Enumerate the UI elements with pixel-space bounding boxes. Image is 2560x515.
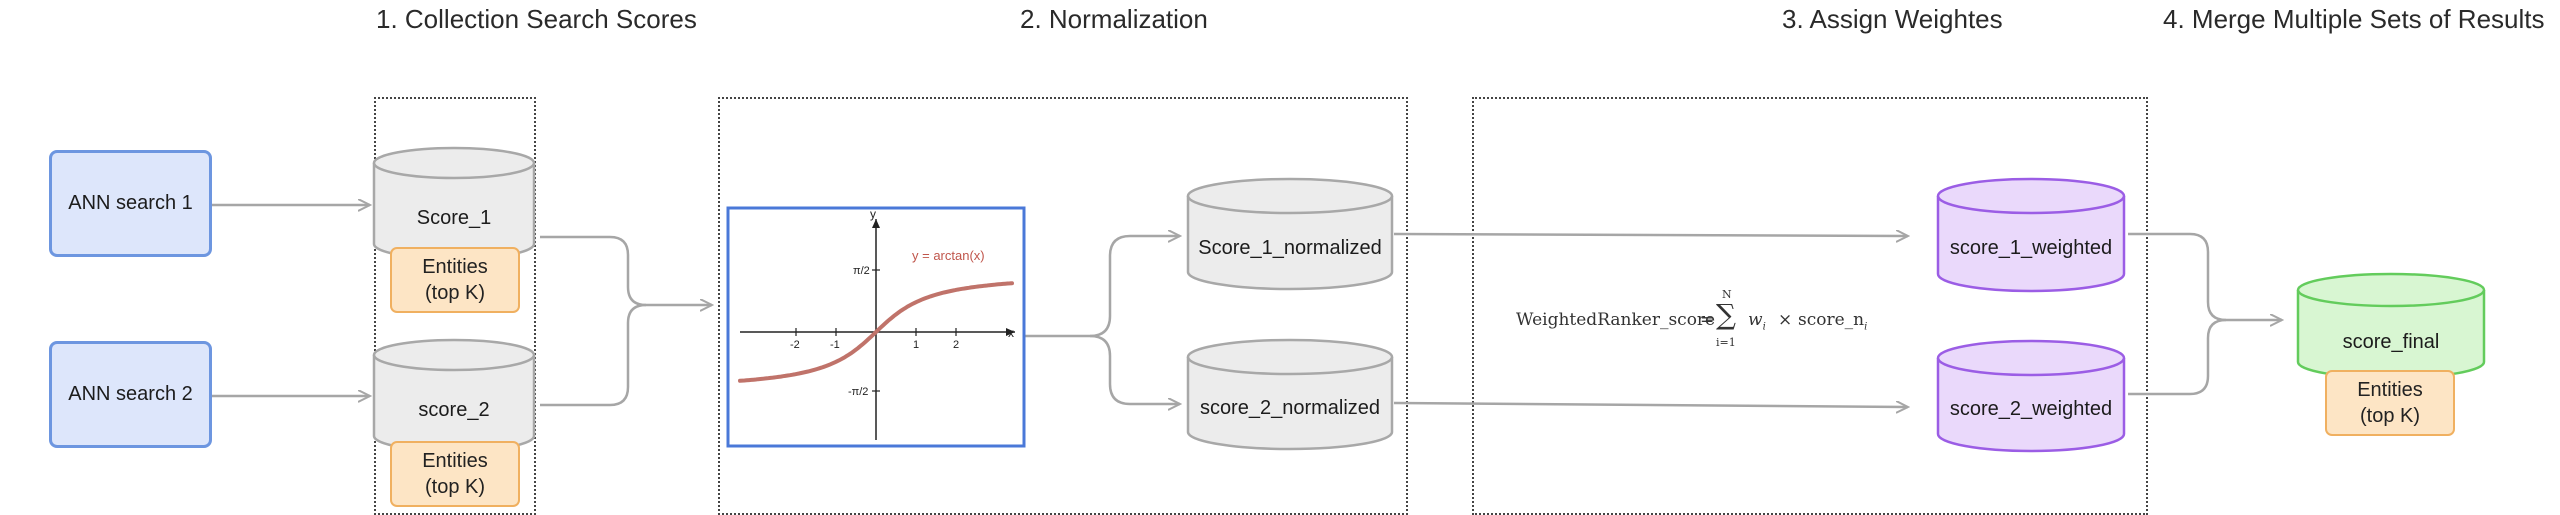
arrow-plot-to-norm1 [1022,236,1180,338]
arrow-norm2-to-weighted2 [1393,403,1908,407]
arctan-plot: x y -2 -1 1 2 π/2 -π/2 y = arctan(x) [726,206,1026,448]
arrow-score1-to-normalize [540,235,712,305]
entities-topk: (top K) [2359,405,2421,427]
score1-cylinder [372,146,536,261]
formula-eq: = [1700,310,1715,330]
weighted1-label: score_1_weighted [1949,237,2113,259]
score2-cylinder [372,338,536,453]
weighted-ranker-formula: WeightedRanker_score = N ∑ i=1 wi × scor… [1516,288,1876,352]
norm1-label: Score_1_normalized [1198,237,1382,259]
weighted2-cylinder [1936,339,2126,453]
stage-title-collection: 1. Collection Search Scores [376,4,697,34]
plot-function-label: y = arctan(x) [912,248,985,263]
ann-search-1-box: ANN search 1 [49,150,212,257]
final-cylinder [2296,272,2486,380]
arrow-score2-to-normalize [540,303,647,407]
formula-score-n: score_n [1798,310,1865,330]
norm1-cylinder [1186,177,1394,291]
plot-tick-1: 1 [913,339,919,351]
formula-times: × [1778,310,1793,330]
norm2-label: score_2_normalized [1199,397,1381,419]
plot-tick-neg-pi-half: -π/2 [848,386,868,398]
plot-tick-neg1: -1 [830,339,840,351]
formula-lhs: WeightedRanker_score [1516,310,1716,330]
norm2-cylinder [1186,338,1394,451]
formula-sum-bottom: i=1 [1716,336,1736,349]
formula-score: score_ni [1798,310,1867,332]
plot-tick-pi-half: π/2 [853,265,870,277]
score1-label: Score_1 [416,207,492,229]
formula-sum-icon: ∑ [1716,298,1736,331]
formula-w-sub: i [1762,321,1766,333]
entities-topk: (top K) [424,476,486,498]
entities-label: Entities [422,256,488,278]
entities-box-final: Entities (top K) [2325,370,2455,436]
entities-label: Entities [422,450,488,472]
entities-box-1: Entities (top K) [390,247,520,313]
arrow-norm1-to-weighted1 [1393,234,1908,236]
stage-title-normalization: 2. Normalization [1020,4,1208,34]
plot-tick-2: 2 [953,339,959,351]
plot-tick-neg2: -2 [790,339,800,351]
formula-w: w [1748,310,1763,330]
weighted1-cylinder [1936,177,2126,293]
final-label: score_final [2342,331,2440,353]
plot-y-label: y [870,207,876,221]
arrow-weighted2-to-final [2128,318,2227,396]
stage-title-weights: 3. Assign Weightes [1782,4,2003,34]
weighted2-label: score_2_weighted [1949,398,2113,420]
entities-box-2: Entities (top K) [390,441,520,507]
arctan-curve [738,281,1014,383]
entities-label: Entities [2357,379,2423,401]
formula-weight: wi [1748,310,1766,332]
arrow-weighted1-to-final [2128,232,2282,320]
stage-title-merge: 4. Merge Multiple Sets of Results [2163,4,2545,34]
entities-topk: (top K) [424,282,486,304]
formula-score-sub: i [1864,321,1868,333]
ann-search-2-box: ANN search 2 [49,341,212,448]
formula-sum-top: N [1722,288,1732,301]
arrow-plot-to-norm2 [1089,334,1180,404]
score2-label: score_2 [418,399,490,421]
plot-x-label: x [1008,326,1014,340]
